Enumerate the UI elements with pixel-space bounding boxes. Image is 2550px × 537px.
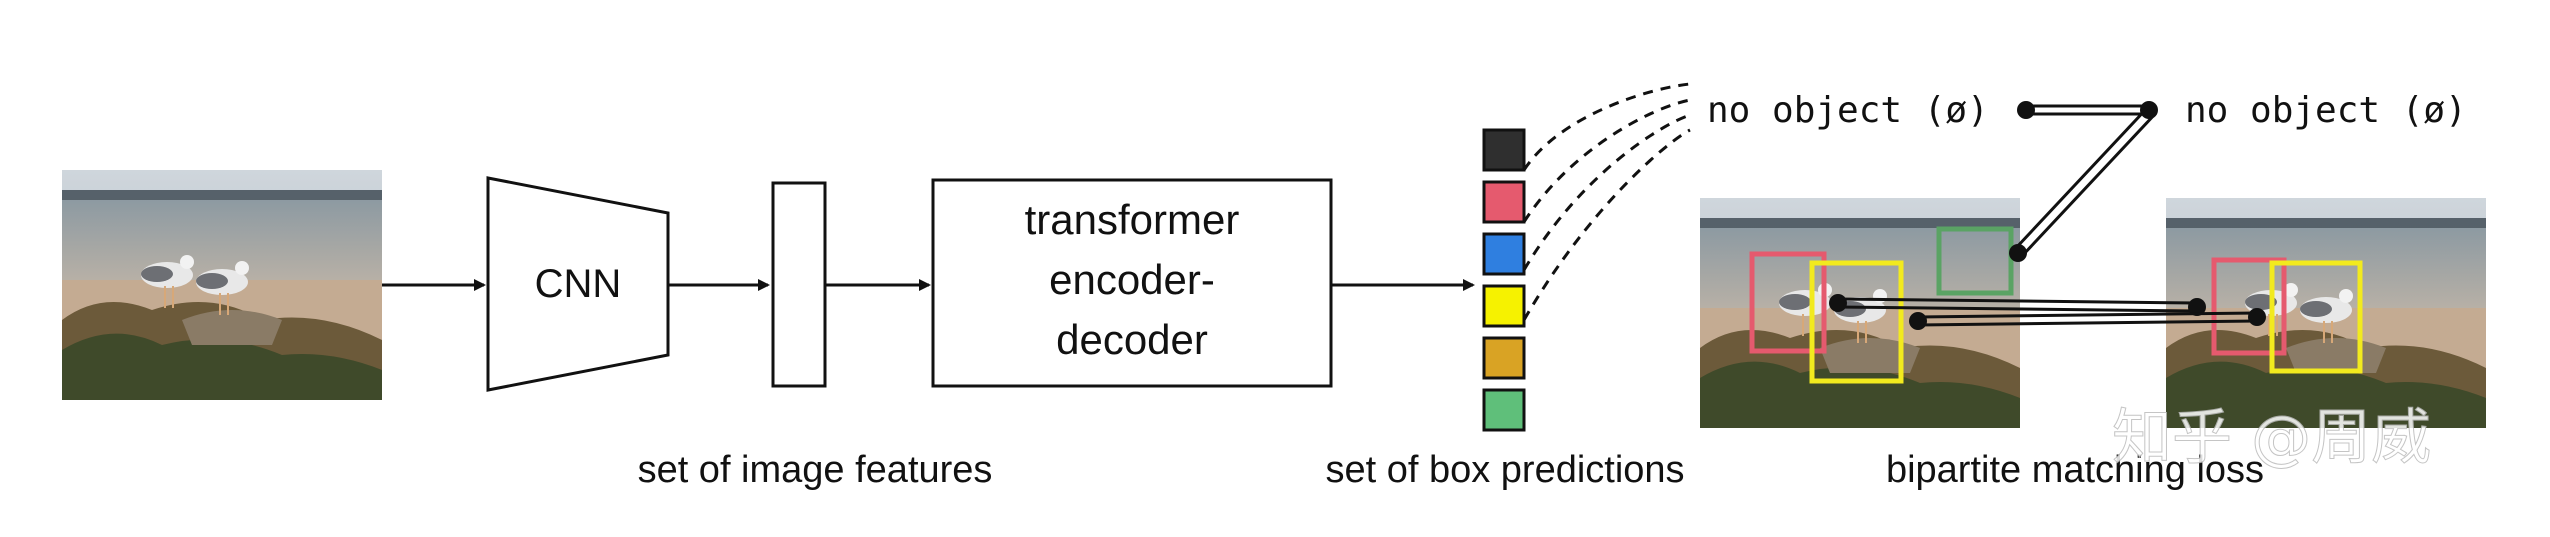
dashed-link-3 xyxy=(1522,113,1691,271)
dashed-link-1 xyxy=(1522,82,1691,171)
match-node-pink-left xyxy=(1829,294,1847,312)
pred-box-yellow xyxy=(1809,260,1904,384)
prediction-square-2 xyxy=(1482,180,1526,224)
match-green-line-a xyxy=(2013,104,2151,251)
dashed-link-2 xyxy=(1522,98,1691,223)
cnn-label: CNN xyxy=(535,262,622,306)
no-object-node-right xyxy=(2140,101,2158,119)
match-node-green xyxy=(2009,244,2027,262)
matching-image-left xyxy=(1700,198,2020,428)
match-yellow-line-b xyxy=(1917,319,2258,327)
caption-box-predictions: set of box predictions xyxy=(1325,449,1684,491)
no-object-node-left xyxy=(2017,101,2035,119)
transformer-label-line3: decoder xyxy=(1056,316,1208,363)
prediction-square-6 xyxy=(1482,388,1526,432)
image-features-block xyxy=(771,181,827,388)
dashed-link-4 xyxy=(1522,128,1691,321)
cnn-block xyxy=(486,176,670,392)
input-image xyxy=(62,170,382,400)
prediction-square-4 xyxy=(1482,284,1526,328)
match-green-line-b xyxy=(2020,111,2158,258)
transformer-label-line2: encoder- xyxy=(1049,256,1215,303)
pred-box-pink xyxy=(1749,251,1827,354)
prediction-square-5 xyxy=(1482,336,1526,380)
match-node-yellow-right xyxy=(2248,308,2266,326)
watermark: 知乎 @周威 xyxy=(2112,403,2431,473)
gt-box-yellow xyxy=(2269,260,2363,374)
prediction-squares xyxy=(1482,128,1526,432)
prediction-square-3 xyxy=(1482,232,1526,276)
no-object-label-right: no object (ø) xyxy=(2185,90,2467,131)
match-pink-line-b xyxy=(1837,305,2198,313)
transformer-block xyxy=(931,178,1333,388)
match-yellow-line-a xyxy=(1917,311,2258,319)
caption-image-features: set of image features xyxy=(638,449,993,491)
caption-matching-loss: bipartite matching loss xyxy=(1886,449,2264,491)
pred-box-green xyxy=(1936,226,2014,296)
no-object-label-left: no object (ø) xyxy=(1707,90,1989,131)
prediction-square-1 xyxy=(1482,128,1526,172)
gt-box-pink xyxy=(2211,257,2287,356)
match-pink-line-a xyxy=(1837,297,2198,305)
transformer-label-line1: transformer xyxy=(1025,196,1240,243)
match-node-pink-right xyxy=(2188,298,2206,316)
match-node-yellow-left xyxy=(1909,312,1927,330)
